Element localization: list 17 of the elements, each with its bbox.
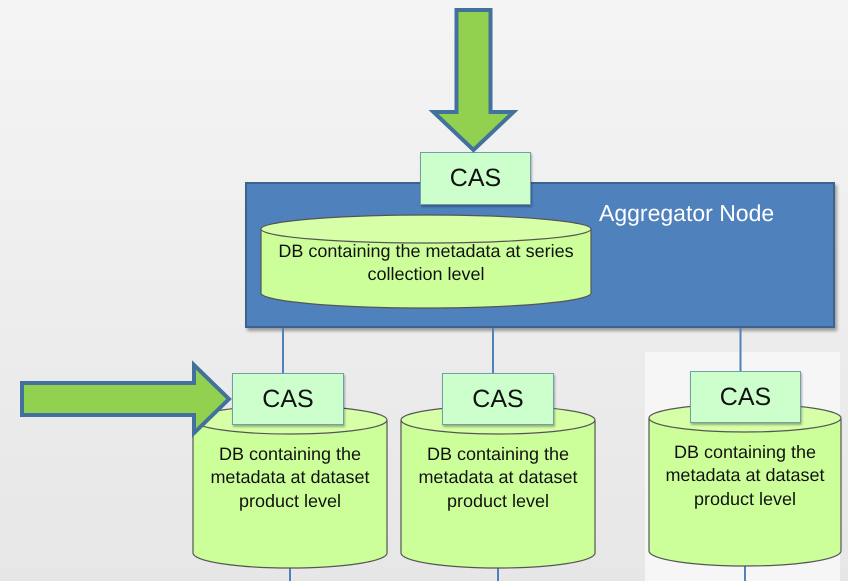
database-label: DB containing the metadata at dataset product level xyxy=(664,441,826,511)
cas-box: CAS xyxy=(232,373,344,425)
node-title: Aggregator Node xyxy=(599,200,774,227)
connector-line xyxy=(282,328,284,373)
cas-box: CAS xyxy=(420,152,531,205)
database-label: DB containing the metadata at series collection level xyxy=(277,240,575,286)
block-arrow xyxy=(20,360,232,438)
connector-line xyxy=(497,568,499,581)
database-label: DB containing the metadata at dataset product level xyxy=(417,443,579,513)
block-arrow xyxy=(428,8,518,153)
connector-line xyxy=(492,328,494,373)
cas-box: CAS xyxy=(442,373,554,425)
connector-line xyxy=(289,568,291,581)
cas-box: CAS xyxy=(690,371,801,423)
connector-line xyxy=(740,328,742,371)
database-label: DB containing the metadata at dataset product level xyxy=(209,443,371,513)
connector-line xyxy=(744,566,746,581)
